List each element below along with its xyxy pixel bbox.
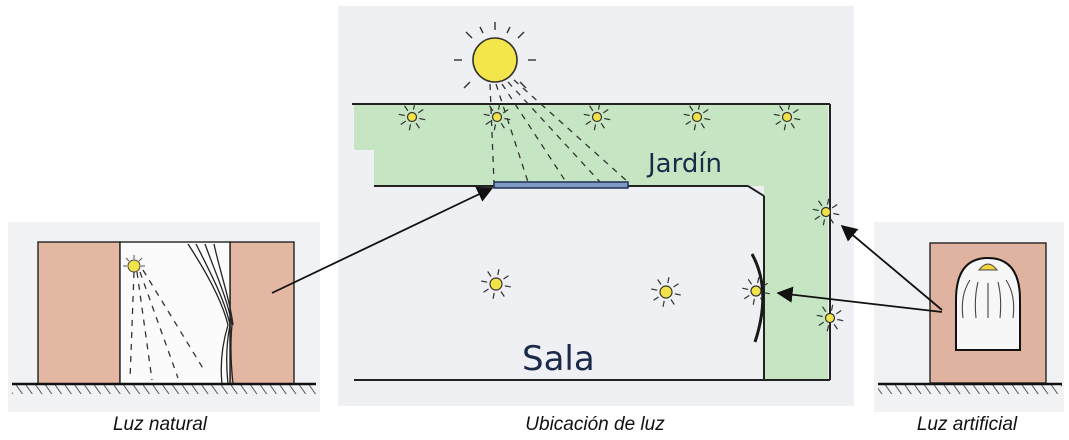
window-glass bbox=[493, 181, 629, 189]
connector-arrows bbox=[271, 186, 943, 313]
lamp-icon bbox=[812, 198, 840, 226]
artificial-light-caption: Luz artificial bbox=[916, 414, 1018, 435]
lamp-icon bbox=[481, 269, 511, 299]
lamp-icon bbox=[651, 277, 681, 307]
arrow-icon bbox=[776, 286, 943, 313]
curtain bbox=[187, 243, 234, 385]
ground-hatch bbox=[12, 385, 316, 394]
artificial-light-panel bbox=[874, 222, 1064, 412]
lamp-icon bbox=[961, 263, 1015, 319]
lamp-icon bbox=[683, 103, 711, 131]
light-rays bbox=[129, 269, 205, 381]
sun-icon bbox=[454, 22, 536, 89]
ground-hatch bbox=[878, 385, 1062, 394]
garden-label: Jardín bbox=[646, 149, 722, 179]
lamp-icon bbox=[816, 304, 844, 332]
natural-light-panel bbox=[8, 222, 320, 412]
arrow-icon bbox=[271, 186, 494, 294]
lamp-icon bbox=[583, 103, 611, 131]
sunbeams bbox=[489, 79, 629, 183]
living-room-label: Sala bbox=[522, 339, 595, 379]
left-wall bbox=[37, 241, 121, 385]
garden-area bbox=[354, 104, 828, 380]
floor-plan: Jardín Sala bbox=[338, 6, 854, 406]
lamp-icon bbox=[483, 103, 511, 131]
lamp-icon bbox=[398, 103, 426, 131]
lamp-icon bbox=[773, 103, 801, 131]
light-location-caption: Ubicación de luz bbox=[525, 414, 665, 435]
natural-light-caption: Luz natural bbox=[112, 414, 208, 435]
right-wall bbox=[229, 241, 295, 385]
wall-niche bbox=[750, 253, 765, 343]
arrow-icon bbox=[840, 224, 943, 311]
